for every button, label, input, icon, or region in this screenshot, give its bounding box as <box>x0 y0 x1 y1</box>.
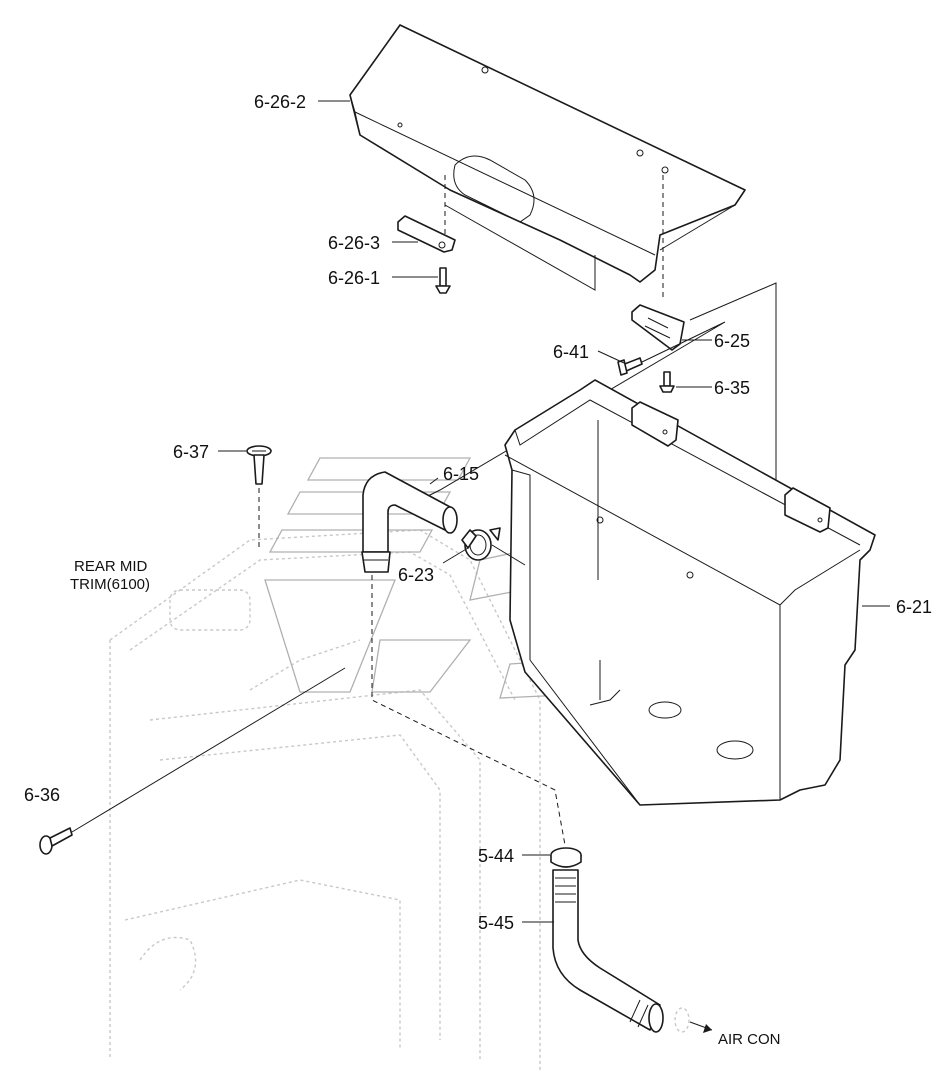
leader-lines <box>218 100 890 923</box>
air-con-arrowhead <box>703 1024 712 1033</box>
bracket-6-26-3 <box>397 215 456 253</box>
screw-6-26-1 <box>435 267 451 294</box>
rear-mid-trim-note-line2: TRIM(6100) <box>70 576 150 593</box>
hose-6-15-guide <box>371 575 566 846</box>
label-6-21: 6-21 <box>896 597 932 617</box>
lid-6-26-2 <box>349 24 746 283</box>
air-con-port-ghost <box>674 1007 690 1033</box>
rear-mid-trim-note-line1: REAR MID <box>74 558 148 575</box>
screw-6-36-guide <box>71 667 346 833</box>
screw-6-37 <box>246 445 272 485</box>
label-6-37: 6-37 <box>173 442 209 462</box>
label-6-36: 6-36 <box>24 785 60 805</box>
screw-6-41 <box>617 357 643 376</box>
screw-6-36 <box>39 827 73 855</box>
screw-6-35 <box>659 371 675 393</box>
label-6-41: 6-41 <box>553 342 589 362</box>
box-corner-guide <box>689 282 777 553</box>
elbow-hose-6-15 <box>361 471 458 573</box>
hinge-6-25 <box>631 304 685 351</box>
label-5-45: 5-45 <box>478 913 514 933</box>
lid-guide-line <box>444 204 596 291</box>
label-6-23: 6-23 <box>398 565 434 585</box>
clamp-6-23 <box>461 527 501 561</box>
label-6-25: 6-25 <box>714 331 750 351</box>
label-6-26-2: 6-26-2 <box>254 92 306 112</box>
clamp-5-44 <box>550 847 582 868</box>
rear-mid-trim-ghost <box>109 529 541 1070</box>
air-con-note: AIR CON <box>718 1031 781 1048</box>
label-6-26-3: 6-26-3 <box>328 233 380 253</box>
clamp-6-23-guide <box>491 544 526 566</box>
label-5-44: 5-44 <box>478 846 514 866</box>
label-6-35: 6-35 <box>714 378 750 398</box>
drain-hose-5-45 <box>552 869 664 1033</box>
label-6-15: 6-15 <box>443 464 479 484</box>
storage-box-6-21 <box>504 379 876 806</box>
label-6-26-1: 6-26-1 <box>328 268 380 288</box>
